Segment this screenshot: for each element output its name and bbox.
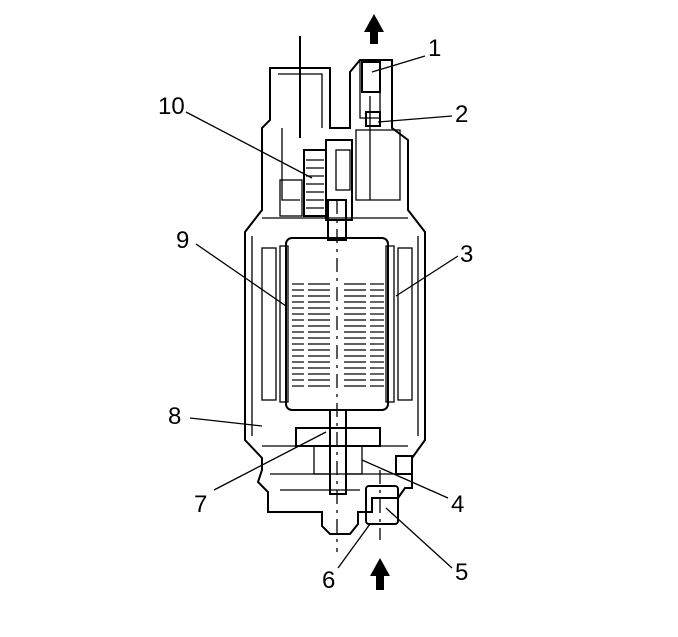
callout-1: 1 (428, 35, 441, 62)
electrical-terminal (279, 36, 303, 217)
outlet-arrow-icon (364, 14, 384, 44)
callout-9: 9 (176, 227, 189, 254)
callout-7: 7 (194, 491, 207, 518)
callout-3: 3 (460, 241, 473, 268)
callout-8: 8 (168, 403, 181, 430)
callout-6: 6 (322, 567, 335, 594)
leader-lines (185, 55, 459, 569)
armature (279, 237, 395, 411)
shaft-and-impeller (295, 199, 413, 495)
callout-4: 4 (451, 491, 464, 518)
permanent-magnets (261, 247, 413, 401)
pressure-relief-valve (303, 139, 353, 221)
callout-10: 10 (158, 93, 185, 120)
callout-5: 5 (455, 559, 468, 586)
outlet-check-valve (355, 60, 401, 201)
callout-2: 2 (455, 101, 468, 128)
inlet-port (365, 485, 399, 525)
inlet-arrow-icon (370, 558, 390, 590)
